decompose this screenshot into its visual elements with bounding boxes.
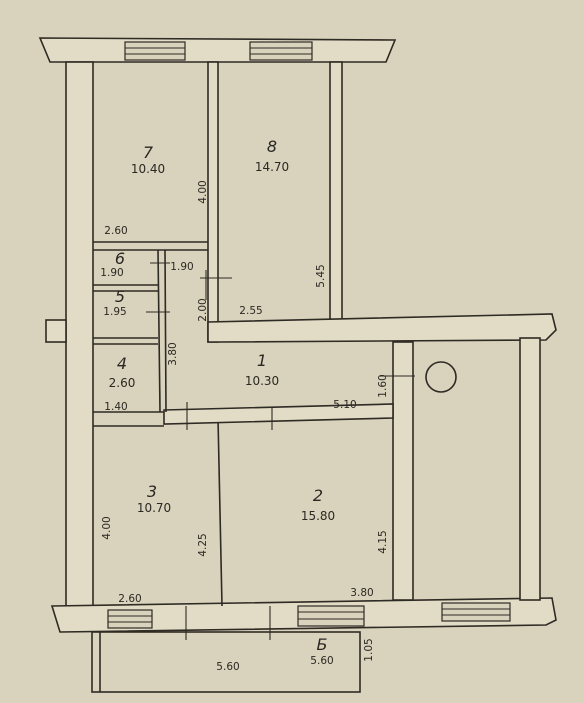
corridor-bottom-wall xyxy=(163,403,394,425)
stair-circle xyxy=(425,361,457,393)
dim-room7-width: 2.60 xyxy=(104,225,127,237)
dim-balcony-depth: 1.05 xyxy=(363,638,375,661)
dim-room2-width: 3.80 xyxy=(350,587,373,599)
dim-room3-height: 4.00 xyxy=(101,516,113,539)
dim-room3-width: 2.60 xyxy=(118,593,141,605)
top-window-right xyxy=(249,41,313,61)
room-4-number: 4 xyxy=(117,354,127,373)
room-8-area: 14.70 xyxy=(255,160,289,174)
room-5-area: 1.95 xyxy=(103,306,126,318)
right-outer-wall xyxy=(519,337,541,601)
dim-balcony-length: 5.60 xyxy=(216,661,239,673)
room-6-number: 6 xyxy=(115,249,125,268)
room-1-number: 1 xyxy=(257,351,267,370)
dim-room3-height-right: 4.25 xyxy=(197,533,209,556)
dim-corridor-height: 3.80 xyxy=(167,342,179,365)
room-6-area: 1.90 xyxy=(100,267,123,279)
dim-room8-bottom: 2.55 xyxy=(239,305,262,317)
balcony-number: Б xyxy=(317,635,328,654)
room-3-number: 3 xyxy=(147,482,157,501)
wall-3-2 xyxy=(217,417,223,607)
dim-corridor-width: 1.60 xyxy=(377,374,389,397)
dim-room2-height: 4.15 xyxy=(377,530,389,553)
room-5-number: 5 xyxy=(115,287,125,306)
bottom-window-left xyxy=(107,609,153,629)
room8-right-wall xyxy=(329,61,343,321)
room-8-number: 8 xyxy=(267,137,277,156)
room-4-area: 2.60 xyxy=(109,376,136,390)
left-wall xyxy=(65,61,94,611)
dim-room7-height: 4.00 xyxy=(197,180,209,203)
top-wall xyxy=(38,37,397,63)
dim-room6-len: 1.90 xyxy=(170,261,193,273)
left-wall-stub xyxy=(45,319,67,343)
room-2-area: 15.80 xyxy=(301,509,335,523)
room-7-number: 7 xyxy=(143,143,154,162)
dimension-ticks xyxy=(146,262,415,640)
bottom-window-right xyxy=(441,602,511,622)
stair-wall xyxy=(392,341,414,601)
bottom-window-mid xyxy=(297,605,365,627)
dim-corridor-length: 5.10 xyxy=(333,399,356,411)
dim-room4-width: 1.40 xyxy=(104,401,127,413)
wall-4-right xyxy=(157,249,161,413)
room-7-area: 10.40 xyxy=(131,162,165,176)
dim-room8-height: 5.45 xyxy=(315,264,327,287)
balcony-outline xyxy=(91,631,361,693)
wall-4-right-b xyxy=(164,249,167,413)
balcony-area: 5.60 xyxy=(310,655,333,667)
corridor-top-wall xyxy=(207,313,557,343)
top-window-left xyxy=(124,41,186,61)
room-3-area: 10.70 xyxy=(137,501,171,515)
dim-passage: 2.00 xyxy=(197,298,209,321)
room-2-number: 2 xyxy=(313,486,323,505)
room-1-area: 10.30 xyxy=(245,374,279,388)
wall-7-8 xyxy=(207,61,219,343)
